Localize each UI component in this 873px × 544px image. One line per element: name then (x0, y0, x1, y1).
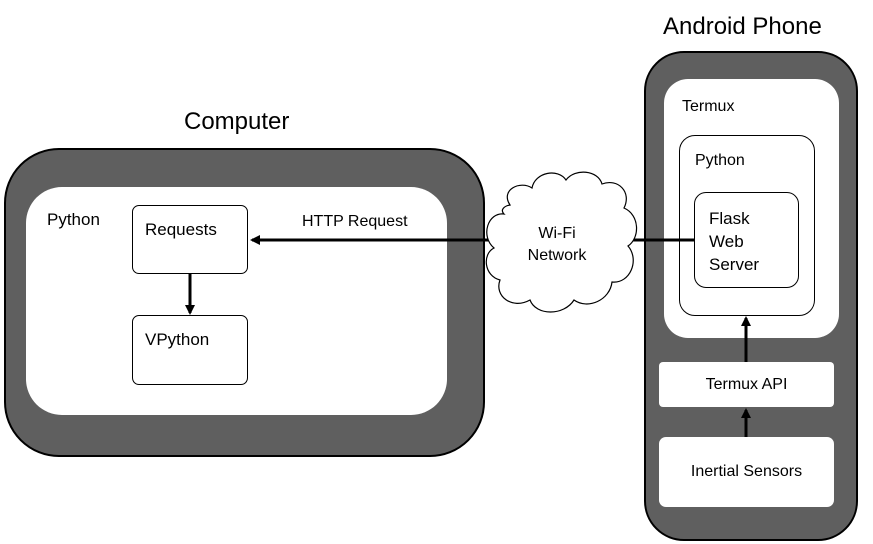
wifi-network-label-line1: Wi-Fi (538, 225, 575, 242)
wifi-network-cloud (485, 171, 638, 313)
flask-label-line2: Web (709, 232, 744, 251)
flask-web-server-box: Flask Web Server (694, 192, 799, 288)
inertial-sensors-box: Inertial Sensors (659, 437, 834, 507)
termux-api-box: Termux API (659, 362, 834, 407)
android-phone-title: Android Phone (663, 13, 822, 40)
wifi-network-label-line2: Network (528, 247, 588, 264)
phone-python-label: Python (695, 152, 745, 169)
termux-label: Termux (682, 98, 735, 115)
flask-label-line1: Flask (709, 209, 750, 228)
requests-module-label: Requests (145, 220, 217, 239)
flask-label-line3: Server (709, 255, 760, 274)
computer-title: Computer (184, 108, 290, 135)
http-request-label: HTTP Request (302, 213, 408, 230)
requests-module: Requests (132, 205, 248, 274)
vpython-module-label: VPython (145, 330, 210, 349)
python-environment-label: Python (47, 210, 100, 229)
vpython-module: VPython (132, 315, 248, 385)
